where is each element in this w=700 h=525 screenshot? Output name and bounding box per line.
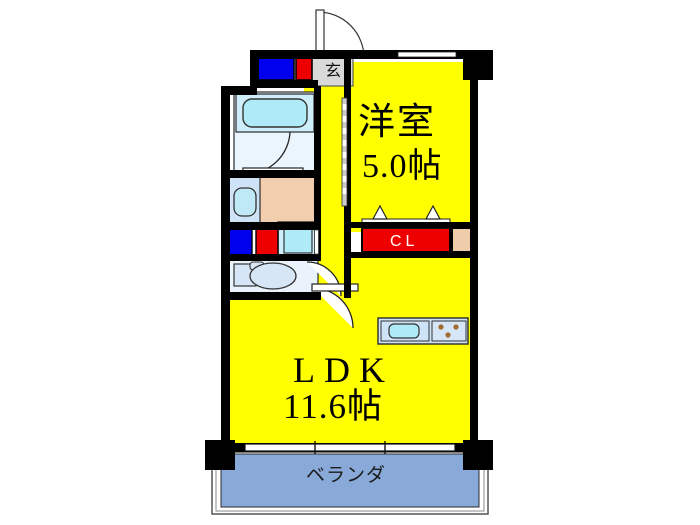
- yoshitsu-window: [397, 51, 457, 58]
- wall-washbasin-bottom: [221, 222, 321, 230]
- shoe-box-red: [295, 57, 313, 81]
- pillar-bottom-right: [463, 440, 493, 470]
- stove-burner-3-icon: [445, 332, 451, 338]
- dressing-sliding-door-icon: [314, 229, 319, 255]
- wall-left-entry: [250, 50, 259, 86]
- washing-machine-icon: [283, 226, 313, 254]
- kitchen-sink-icon: [388, 323, 420, 339]
- wall-hallway-right-lower: [344, 226, 351, 298]
- dressing-room-floor: [256, 176, 318, 228]
- wall-yoshitsu-right-cl: [470, 230, 478, 254]
- hallway-door-leaf: [311, 283, 359, 292]
- veranda-area: [220, 453, 480, 508]
- pillar-bottom-left: [205, 440, 235, 470]
- ldk-floor: [229, 281, 477, 447]
- wall-storage-bottom: [221, 254, 321, 261]
- wall-left-outer: [221, 86, 230, 298]
- wall-under-bath: [228, 170, 321, 178]
- sliding-door-dashes-icon: [342, 104, 347, 194]
- wall-ldk-right: [470, 252, 478, 452]
- stove-burner-1-icon: [438, 324, 444, 330]
- wall-under-shoebox: [250, 80, 318, 88]
- wall-top-entry: [250, 50, 318, 59]
- wall-toilet-bottom: [221, 292, 321, 300]
- shoe-box-blue: [257, 57, 295, 81]
- storage-blue-block: [227, 227, 253, 257]
- closet-fold-door-left-icon: [371, 204, 389, 220]
- wall-top-main: [318, 50, 477, 59]
- closet-fold-door-right-icon: [424, 204, 442, 220]
- wall-bath-right: [314, 86, 321, 178]
- washbasin-icon: [233, 187, 257, 217]
- wall-left-step: [221, 86, 257, 95]
- wall-under-closet: [351, 252, 477, 258]
- gas-stove-unit: [431, 320, 467, 342]
- wall-ldk-left: [221, 292, 230, 450]
- wall-hallway-right: [344, 98, 351, 226]
- veranda-sliding-door: [244, 443, 456, 452]
- wall-above-closet-line: [351, 222, 477, 228]
- toilet-bowl-icon: [249, 262, 297, 290]
- pillar-top-right: [463, 50, 493, 80]
- wall-hallway-right-top: [344, 58, 351, 98]
- storage-red-block: [255, 227, 279, 257]
- wall-yoshitsu-right: [470, 58, 478, 230]
- wall-dressing-right: [314, 178, 321, 224]
- closet-cl-block: [361, 227, 451, 253]
- yoshitsu-floor: [349, 62, 477, 232]
- bathtub-icon: [242, 98, 308, 128]
- stove-burner-2-icon: [453, 324, 459, 330]
- yoshitsu-lower-strip: [349, 252, 477, 292]
